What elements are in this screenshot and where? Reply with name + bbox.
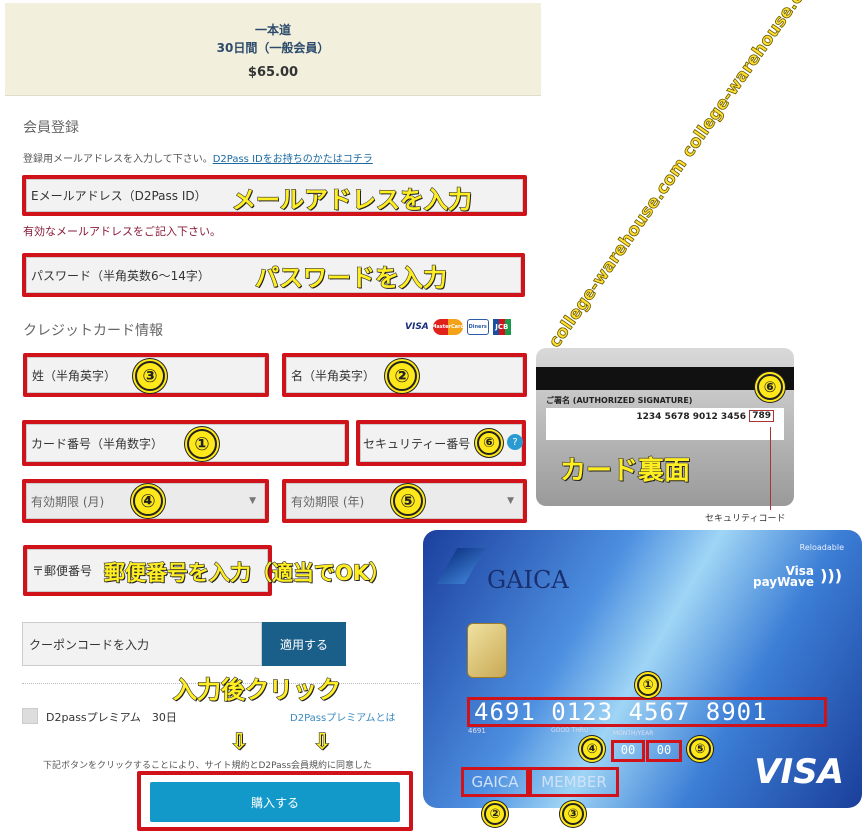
email-error: 有効なメールアドレスをご記入下さい。 bbox=[23, 225, 221, 238]
card-number-sample: 1234 5678 9012 3456 bbox=[636, 412, 746, 422]
email-highlight: Eメールアドレス（D2Pass ID） bbox=[22, 175, 527, 216]
card-number-highlight: カード番号（半角数字） bbox=[22, 420, 349, 466]
arrow-down-icon: ⇩ bbox=[229, 729, 249, 755]
click-annotation: 入力後クリック bbox=[172, 675, 341, 704]
diners-logo: Diners bbox=[466, 319, 489, 335]
arrow-down-icon: ⇩ bbox=[312, 729, 332, 755]
card-expiry-year: 00 bbox=[646, 740, 682, 762]
instruction-text: 登録用メールアドレスを入力して下さい。 bbox=[23, 154, 213, 165]
apply-coupon-button[interactable]: 適用する bbox=[262, 622, 346, 666]
product-summary: 一本道 30日間（一般会員） $65.00 bbox=[5, 3, 541, 96]
card-holder-first-name: GAICA bbox=[461, 767, 529, 797]
marker-2-card: ② bbox=[484, 803, 506, 825]
divider bbox=[22, 683, 420, 684]
visa-network-logo: VISA bbox=[754, 752, 844, 792]
paywave-visa: Visa bbox=[785, 564, 814, 578]
chevron-down-icon: ▼ bbox=[249, 496, 256, 506]
coupon-input[interactable]: クーポンコードを入力 bbox=[22, 622, 262, 666]
good-thru-label: GOOD THRU bbox=[551, 727, 589, 734]
contactless-icon: ))) bbox=[820, 566, 842, 585]
product-plan: 30日間（一般会員） bbox=[216, 41, 330, 55]
premium-checkbox[interactable] bbox=[22, 708, 38, 724]
terms-text: 下記ボタンをクリックすることにより、サイト規約とD2Pass会員規約に同意した bbox=[43, 761, 373, 771]
visa-logo: VISA bbox=[405, 322, 429, 332]
email-annotation: メールアドレスを入力 bbox=[231, 185, 472, 214]
product-name: 一本道 bbox=[254, 23, 291, 37]
magnetic-stripe bbox=[536, 367, 794, 390]
signature-panel: 1234 5678 9012 3456 789 bbox=[546, 408, 784, 440]
email-field[interactable]: Eメールアドレス（D2Pass ID） bbox=[26, 179, 523, 212]
password-annotation: パスワードを入力 bbox=[254, 263, 447, 292]
marker-6: ⑥ bbox=[477, 431, 501, 455]
marker-1-card: ① bbox=[637, 674, 659, 696]
card-brand-logos: VISA MasterCard Diners JCB bbox=[405, 319, 511, 335]
paywave-text: payWave bbox=[752, 575, 814, 589]
marker-5: ⑤ bbox=[393, 486, 423, 516]
chevron-down-icon: ▼ bbox=[507, 496, 514, 506]
d2pass-login-link[interactable]: D2Pass IDをお持ちのかたはコチラ bbox=[212, 154, 373, 165]
watermark: college-warehouse.com college-warehouse.… bbox=[545, 0, 825, 352]
exp-year-label: 有効期限 (年) bbox=[291, 494, 365, 509]
marker-6-card: ⑥ bbox=[757, 374, 783, 400]
cvv-pointer-line bbox=[770, 427, 771, 510]
cvv-sample: 789 bbox=[749, 410, 774, 422]
marker-1: ① bbox=[187, 429, 217, 459]
marker-2: ② bbox=[387, 361, 417, 391]
card-back-image: ご署名 (AUTHORIZED SIGNATURE) 1234 5678 901… bbox=[536, 348, 794, 506]
reloadable-label: Reloadable bbox=[799, 543, 844, 552]
premium-info-link[interactable]: D2Passプレミアムとは bbox=[290, 713, 396, 724]
card-number-embossed: 4691 0123 4567 8901 bbox=[467, 697, 827, 727]
card-expiry-month: 00 bbox=[611, 740, 645, 762]
password-field[interactable]: パスワード（半角英数6～14字） bbox=[26, 257, 521, 293]
credit-card-heading: クレジットカード情報 bbox=[23, 323, 163, 339]
signature-label: ご署名 (AUTHORIZED SIGNATURE) bbox=[546, 396, 693, 405]
marker-3-card: ③ bbox=[562, 803, 584, 825]
premium-label: D2passプレミアム 30日 bbox=[46, 711, 177, 724]
card-small-number: 4691 bbox=[468, 727, 486, 735]
marker-4-card: ④ bbox=[581, 738, 603, 760]
jcb-logo: JCB bbox=[492, 319, 511, 335]
marker-3: ③ bbox=[135, 361, 165, 391]
security-code-caption: セキュリティコード bbox=[705, 514, 786, 524]
buy-button[interactable]: 購入する bbox=[150, 782, 400, 822]
gaica-logo-icon bbox=[436, 548, 486, 584]
buy-highlight bbox=[137, 771, 413, 831]
marker-5-card: ⑤ bbox=[689, 738, 711, 760]
month-year-label: MONTH/YEAR bbox=[613, 730, 654, 737]
card-back-annotation: カード裏面 bbox=[559, 455, 691, 486]
help-icon[interactable]: ? bbox=[507, 434, 523, 450]
postal-code-field[interactable]: 〒郵便番号 bbox=[27, 549, 268, 592]
postal-annotation: 郵便番号を入力（適当でOK） bbox=[103, 560, 391, 585]
exp-month-label: 有効期限 (月) bbox=[31, 494, 105, 509]
card-brand-name: GAICA bbox=[487, 566, 569, 594]
card-number-field[interactable]: カード番号（半角数字） bbox=[26, 424, 345, 462]
mastercard-logo: MasterCard bbox=[431, 319, 464, 335]
product-price: $65.00 bbox=[247, 65, 299, 80]
registration-instruction: 登録用メールアドレスを入力して下さい。D2Pass IDをお持ちのかたはコチラ bbox=[23, 150, 373, 165]
marker-4: ④ bbox=[133, 486, 163, 516]
password-highlight: パスワード（半角英数6～14字） bbox=[22, 253, 525, 297]
card-holder-last-name: MEMBER bbox=[529, 767, 619, 797]
chip-icon bbox=[467, 623, 507, 678]
postal-highlight: 〒郵便番号 bbox=[23, 545, 272, 596]
registration-heading: 会員登録 bbox=[23, 120, 79, 136]
